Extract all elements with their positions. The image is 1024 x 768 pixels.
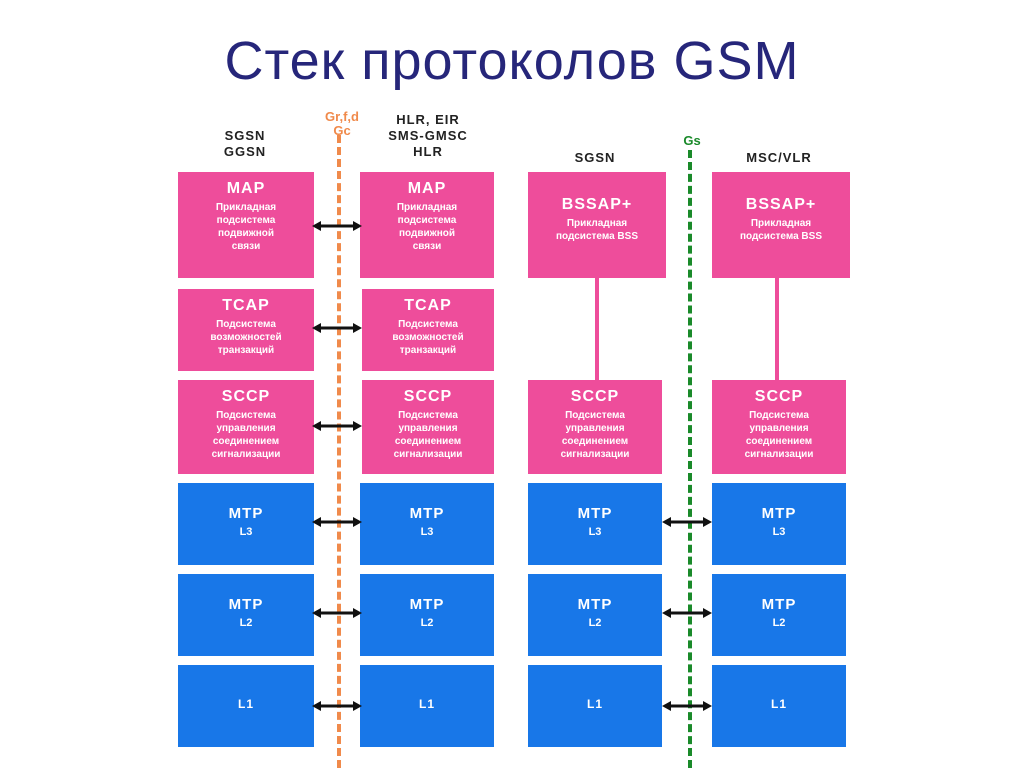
column-header-hlr-eir: HLR, EIR SMS-GMSC HLR <box>388 112 468 159</box>
page-title: Стек протоколов GSM <box>224 31 800 91</box>
block-name: TCAP <box>222 297 270 314</box>
block-name: MTP <box>409 505 445 522</box>
block-name: SCCP <box>570 388 620 405</box>
block-name: MTP <box>228 505 264 522</box>
block-name: MTP <box>577 505 613 522</box>
block-name: L1 <box>418 697 435 711</box>
bssap-block-col3: BSSAP+ Прикладная подсистема BSS <box>528 172 666 278</box>
block-desc: Прикладная подсистема подвижной связи <box>396 202 458 252</box>
column-header-sgsn-ggsn: SGSN GGSN <box>223 128 267 159</box>
block-desc: Подсистема управления соединением сигнал… <box>211 410 281 460</box>
block-name: MAP <box>407 180 447 197</box>
sccp-block-col2: SCCP Подсистема управления соединением с… <box>362 380 494 474</box>
block-name: MTP <box>409 596 445 613</box>
block-desc: Прикладная подсистема BSS <box>556 218 638 242</box>
mtp2-block-col3: MTP L2 <box>528 574 662 656</box>
connector-bssap-sccp-col3 <box>595 278 599 380</box>
block-name: TCAP <box>404 297 452 314</box>
l1-block-col3: L1 <box>528 665 662 747</box>
mtp2-block-col1: MTP L2 <box>178 574 314 656</box>
map-block-col1: MAP Прикладная подсистема подвижной связ… <box>178 172 314 278</box>
block-sub: L2 <box>239 617 253 629</box>
mtp3-block-col2: MTP L3 <box>360 483 494 565</box>
mtp3-block-col1: MTP L3 <box>178 483 314 565</box>
double-arrow-icon <box>662 701 712 711</box>
double-arrow-icon <box>312 323 362 333</box>
block-name: SCCP <box>754 388 804 405</box>
interface-label-gs: Gs <box>683 133 701 148</box>
block-desc: Прикладная подсистема подвижной связи <box>215 202 277 252</box>
bssap-block-col4: BSSAP+ Прикладная подсистема BSS <box>712 172 850 278</box>
interface-line-green <box>688 150 692 768</box>
mtp3-block-col3: MTP L3 <box>528 483 662 565</box>
block-name: L1 <box>770 697 787 711</box>
tcap-block-col1: TCAP Подсистема возможностей транзакций <box>178 289 314 371</box>
l1-block-col4: L1 <box>712 665 846 747</box>
double-arrow-icon <box>662 608 712 618</box>
block-name: SCCP <box>403 388 453 405</box>
double-arrow-icon <box>312 421 362 431</box>
block-desc: Прикладная подсистема BSS <box>740 218 822 242</box>
interface-label-gr-f-d-gc: Gr,f,d Gc <box>325 109 359 138</box>
block-name: SCCP <box>221 388 271 405</box>
double-arrow-icon <box>312 701 362 711</box>
block-sub: L2 <box>588 617 602 629</box>
block-name: BSSAP+ <box>745 196 817 213</box>
double-arrow-icon <box>662 517 712 527</box>
block-sub: L3 <box>420 526 434 538</box>
block-sub: L2 <box>420 617 434 629</box>
block-sub: L2 <box>772 617 786 629</box>
block-name: MTP <box>577 596 613 613</box>
block-name: MTP <box>761 596 797 613</box>
double-arrow-icon <box>312 608 362 618</box>
block-desc: Подсистема управления соединением сигнал… <box>744 410 814 460</box>
block-name: L1 <box>586 697 603 711</box>
block-sub: L3 <box>588 526 602 538</box>
block-name: BSSAP+ <box>561 196 633 213</box>
mtp3-block-col4: MTP L3 <box>712 483 846 565</box>
mtp2-block-col4: MTP L2 <box>712 574 846 656</box>
block-name: L1 <box>237 697 254 711</box>
sccp-block-col4: SCCP Подсистема управления соединением с… <box>712 380 846 474</box>
block-desc: Подсистема управления соединением сигнал… <box>560 410 630 460</box>
block-sub: L3 <box>239 526 253 538</box>
block-desc: Подсистема возможностей транзакций <box>392 319 464 356</box>
l1-block-col2: L1 <box>360 665 494 747</box>
block-desc: Подсистема управления соединением сигнал… <box>393 410 463 460</box>
block-desc: Подсистема возможностей транзакций <box>210 319 282 356</box>
block-name: MTP <box>228 596 264 613</box>
column-header-sgsn: SGSN <box>574 150 616 165</box>
double-arrow-icon <box>312 517 362 527</box>
l1-block-col1: L1 <box>178 665 314 747</box>
column-header-msc-vlr: MSC/VLR <box>746 150 812 165</box>
block-name: MAP <box>226 180 266 197</box>
tcap-block-col2: TCAP Подсистема возможностей транзакций <box>362 289 494 371</box>
connector-bssap-sccp-col4 <box>775 278 779 380</box>
mtp2-block-col2: MTP L2 <box>360 574 494 656</box>
sccp-block-col1: SCCP Подсистема управления соединением с… <box>178 380 314 474</box>
interface-line-orange <box>337 135 341 768</box>
map-block-col2: MAP Прикладная подсистема подвижной связ… <box>360 172 494 278</box>
double-arrow-icon <box>312 221 362 231</box>
block-name: MTP <box>761 505 797 522</box>
block-sub: L3 <box>772 526 786 538</box>
sccp-block-col3: SCCP Подсистема управления соединением с… <box>528 380 662 474</box>
